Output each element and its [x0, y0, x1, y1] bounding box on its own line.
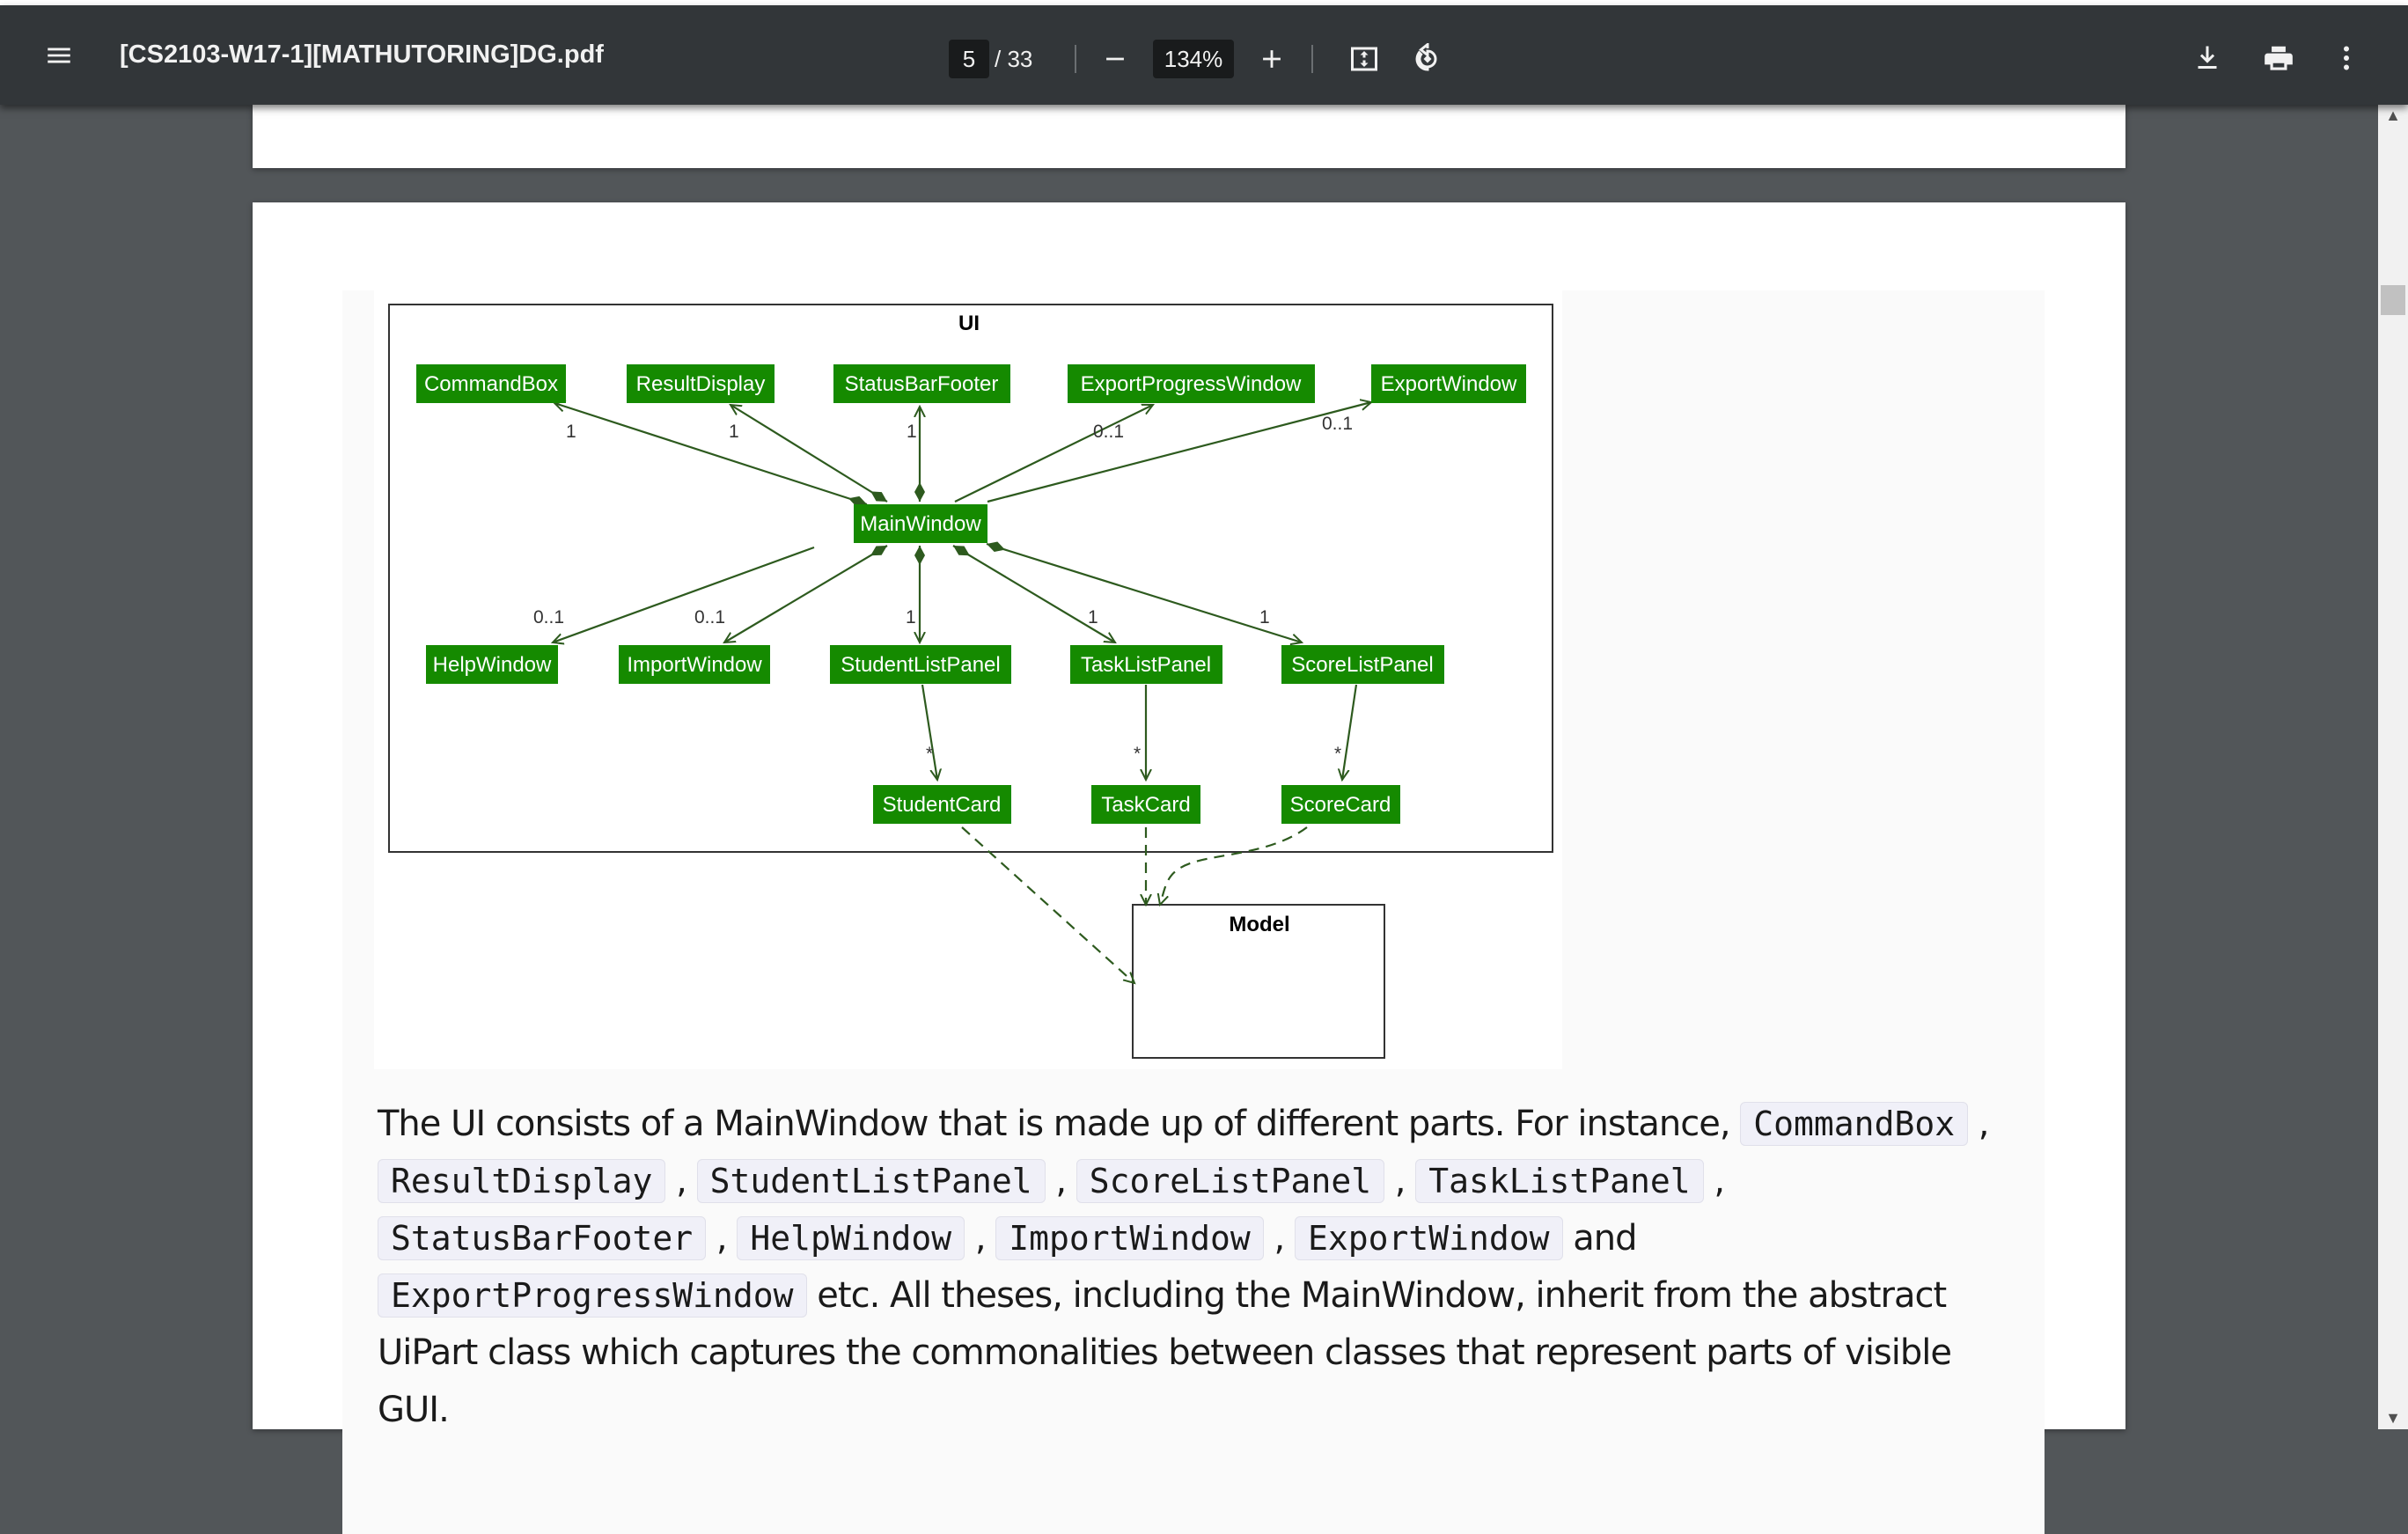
- class-helpwindow: [426, 645, 558, 684]
- mult-importwindow: 0..1: [694, 607, 725, 628]
- class-scorelistpanel-label: ScoreListPanel: [1291, 653, 1433, 677]
- print-icon[interactable]: [2262, 42, 2295, 76]
- more-icon[interactable]: [2331, 42, 2362, 74]
- edge-mainwindow-scorelistpanel: [986, 544, 1302, 642]
- paragraph-text: ,: [1384, 1161, 1416, 1201]
- ui-class-diagram: UI Model 1 1: [374, 290, 1562, 1074]
- paragraph-text: ,: [1703, 1161, 1725, 1201]
- pdf-toolbar: [CS2103-W17-1][MATHUTORING]DG.pdf 5 / 33…: [0, 5, 2408, 105]
- code-studentlistpanel: StudentListPanel: [696, 1159, 1046, 1203]
- class-exportprogresswindow: [1068, 364, 1315, 403]
- class-studentlistpanel: [830, 645, 1011, 684]
- edge-mainwindow-resultdisplay: [730, 405, 888, 503]
- edge-studentlistpanel-studentcard: [921, 684, 937, 780]
- scroll-down-icon[interactable]: ▼: [2385, 1409, 2401, 1427]
- code-exportprogresswindow: ExportProgressWindow: [378, 1273, 807, 1317]
- page-number-input[interactable]: 5: [949, 40, 989, 78]
- class-tasklistpanel-label: TaskListPanel: [1081, 653, 1211, 677]
- class-tasklistpanel: [1070, 645, 1222, 684]
- class-exportwindow: [1371, 364, 1526, 403]
- mult-scorecard: *: [1334, 744, 1341, 764]
- code-importwindow: ImportWindow: [995, 1216, 1264, 1260]
- mult-commandbox: 1: [566, 422, 576, 442]
- zoom-in-icon[interactable]: [1257, 44, 1287, 74]
- class-scorecard: [1281, 785, 1400, 824]
- class-statusbarfooter: [833, 364, 1010, 403]
- document-title: [CS2103-W17-1][MATHUTORING]DG.pdf: [120, 40, 604, 69]
- model-package: [1132, 904, 1385, 1059]
- page-total: / 33: [995, 46, 1033, 72]
- ui-package-label: UI: [958, 312, 980, 335]
- scroll-up-icon[interactable]: ▲: [2385, 106, 2401, 124]
- code-resultdisplay: ResultDisplay: [378, 1159, 666, 1203]
- paragraph-text: etc. All theses, including the MainWindo…: [378, 1275, 1952, 1430]
- class-exportprogresswindow-label: ExportProgressWindow: [1081, 372, 1302, 396]
- description-paragraph: The UI consists of a MainWindow that is …: [378, 1096, 2015, 1439]
- toolbar-divider: [1311, 45, 1313, 73]
- code-commandbox: CommandBox: [1740, 1102, 1969, 1146]
- class-scorelistpanel: [1281, 645, 1444, 684]
- class-studentcard: [873, 785, 1011, 824]
- zoom-level-input[interactable]: 134%: [1153, 40, 1234, 78]
- mult-helpwindow: 0..1: [533, 607, 564, 628]
- menu-icon[interactable]: [44, 40, 74, 70]
- mult-taskcard: *: [1134, 744, 1141, 764]
- mult-studentcard: *: [926, 744, 933, 764]
- code-scorelistpanel: ScoreListPanel: [1076, 1159, 1385, 1203]
- class-resultdisplay: [627, 364, 775, 403]
- edge-mainwindow-exportwindow: [987, 402, 1371, 503]
- edge-scorelistpanel-scorecard: [1342, 684, 1358, 780]
- download-icon[interactable]: [2191, 42, 2223, 74]
- rotate-icon[interactable]: [1412, 43, 1443, 75]
- toolbar-divider: [1075, 45, 1076, 73]
- class-mainwindow: [854, 504, 987, 543]
- paragraph-text: ,: [1263, 1218, 1295, 1259]
- paragraph-text: ,: [706, 1218, 728, 1259]
- class-commandbox-label: CommandBox: [424, 372, 558, 396]
- mult-exportprogresswindow: 0..1: [1093, 422, 1124, 442]
- class-taskcard-label: TaskCard: [1101, 793, 1190, 817]
- class-exportwindow-label: ExportWindow: [1381, 372, 1517, 396]
- paragraph-text: and: [1562, 1218, 1637, 1259]
- paragraph-text: ,: [1968, 1104, 1990, 1144]
- scrollbar-thumb[interactable]: [2381, 285, 2405, 315]
- class-taskcard: [1091, 785, 1200, 824]
- paragraph-text: ,: [965, 1218, 996, 1259]
- class-importwindow-label: ImportWindow: [627, 653, 762, 677]
- code-tasklistpanel: TaskListPanel: [1415, 1159, 1704, 1203]
- class-studentlistpanel-label: StudentListPanel: [841, 653, 1000, 677]
- paragraph-text: ,: [1045, 1161, 1076, 1201]
- class-mainwindow-label: MainWindow: [860, 512, 981, 536]
- edge-studentcard-model: [961, 826, 1134, 983]
- class-statusbarfooter-label: StatusBarFooter: [845, 372, 999, 396]
- previous-page: [253, 105, 2125, 168]
- mult-tasklistpanel: 1: [1088, 607, 1098, 628]
- mult-studentlistpanel: 1: [906, 607, 916, 628]
- paragraph-text: ,: [665, 1161, 697, 1201]
- edge-mainwindow-importwindow: [724, 545, 888, 642]
- model-package-label: Model: [1229, 913, 1289, 936]
- mult-statusbarfooter: 1: [907, 422, 917, 442]
- window-top-strip: [0, 0, 2408, 5]
- vertical-scrollbar[interactable]: ▲ ▼: [2378, 105, 2408, 1429]
- class-importwindow: [619, 645, 770, 684]
- paragraph-text: The UI consists of a MainWindow that is …: [378, 1104, 1741, 1144]
- mult-resultdisplay: 1: [729, 422, 739, 442]
- class-scorecard-label: ScoreCard: [1290, 793, 1391, 817]
- class-resultdisplay-label: ResultDisplay: [636, 372, 766, 396]
- code-statusbarfooter: StatusBarFooter: [378, 1216, 707, 1260]
- class-commandbox: [416, 364, 566, 403]
- mult-exportwindow: 0..1: [1322, 414, 1353, 434]
- code-exportwindow: ExportWindow: [1294, 1216, 1563, 1260]
- zoom-out-icon[interactable]: [1100, 44, 1130, 74]
- code-helpwindow: HelpWindow: [737, 1216, 965, 1260]
- class-helpwindow-label: HelpWindow: [433, 653, 552, 677]
- mult-scorelistpanel: 1: [1259, 607, 1270, 628]
- fit-page-icon[interactable]: [1348, 43, 1380, 75]
- edge-mainwindow-exportprogresswindow: [954, 405, 1153, 503]
- class-studentcard-label: StudentCard: [883, 793, 1002, 817]
